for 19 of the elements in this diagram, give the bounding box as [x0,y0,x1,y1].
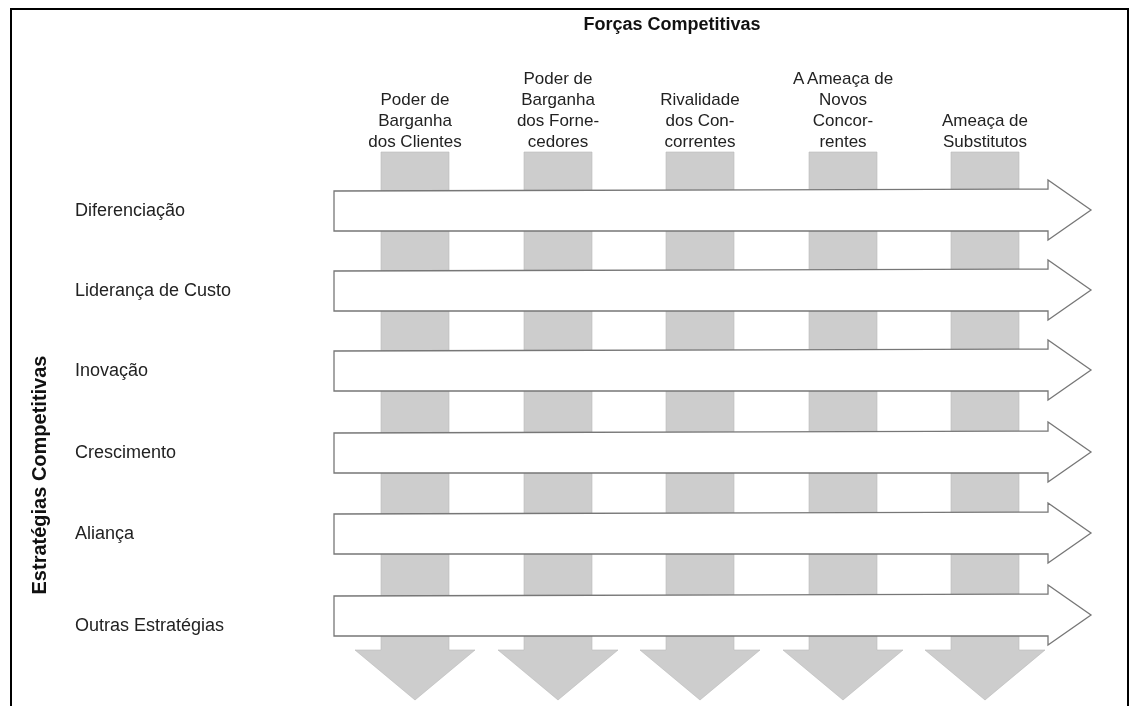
strategy-label: Crescimento [75,441,177,463]
title: Forças Competitivas [582,14,762,35]
strategy-label: Diferenciação [75,199,186,221]
force-label: Poder de Barganha dos Clientes [367,89,463,152]
force-label: Rivalidade dos Con- correntes [659,89,741,152]
force-label: Ameaça de Substitutos [941,110,1029,152]
strategy-band [333,584,1092,646]
strategy-label: Outras Estratégias [75,614,225,636]
strategy-band [333,339,1092,401]
strategy-label: Aliança [75,522,135,544]
strategy-label: Inovação [75,359,149,381]
axis-label: Estratégias Competitivas [27,355,51,595]
strategy-band [333,502,1092,564]
strategy-band [333,259,1092,321]
force-label: Poder de Barganha dos Forne- cedores [515,68,601,152]
strategy-band [333,179,1092,241]
strategy-band [333,421,1092,483]
force-label: A Ameaça de Novos Concor- rentes [792,68,894,152]
strategy-label: Liderança de Custo [75,279,232,301]
